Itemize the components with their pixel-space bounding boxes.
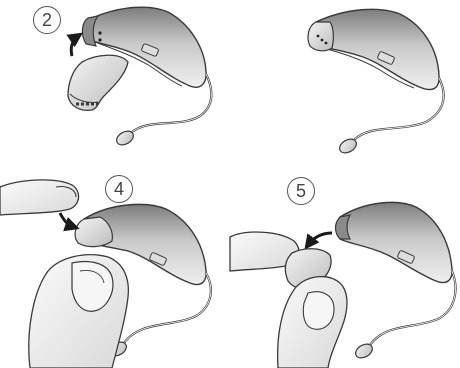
pull-arrow-icon (308, 233, 332, 245)
finger-illustration (0, 180, 79, 215)
panel-assembled (230, 0, 460, 175)
hearing-aid-illustration (0, 175, 230, 368)
step-number-badge: 5 (287, 177, 315, 205)
hearing-aid-illustration (230, 0, 460, 175)
rotate-arrow-icon (71, 36, 78, 56)
panel-step-2: 2 (0, 0, 230, 175)
panel-step-5: 5 (230, 175, 460, 368)
push-arrow-icon (60, 213, 74, 227)
step-number-badge: 4 (105, 175, 133, 203)
step-number-badge: 2 (33, 6, 61, 34)
panel-step-4: 4 (0, 175, 230, 368)
hearing-aid-illustration (230, 175, 460, 368)
